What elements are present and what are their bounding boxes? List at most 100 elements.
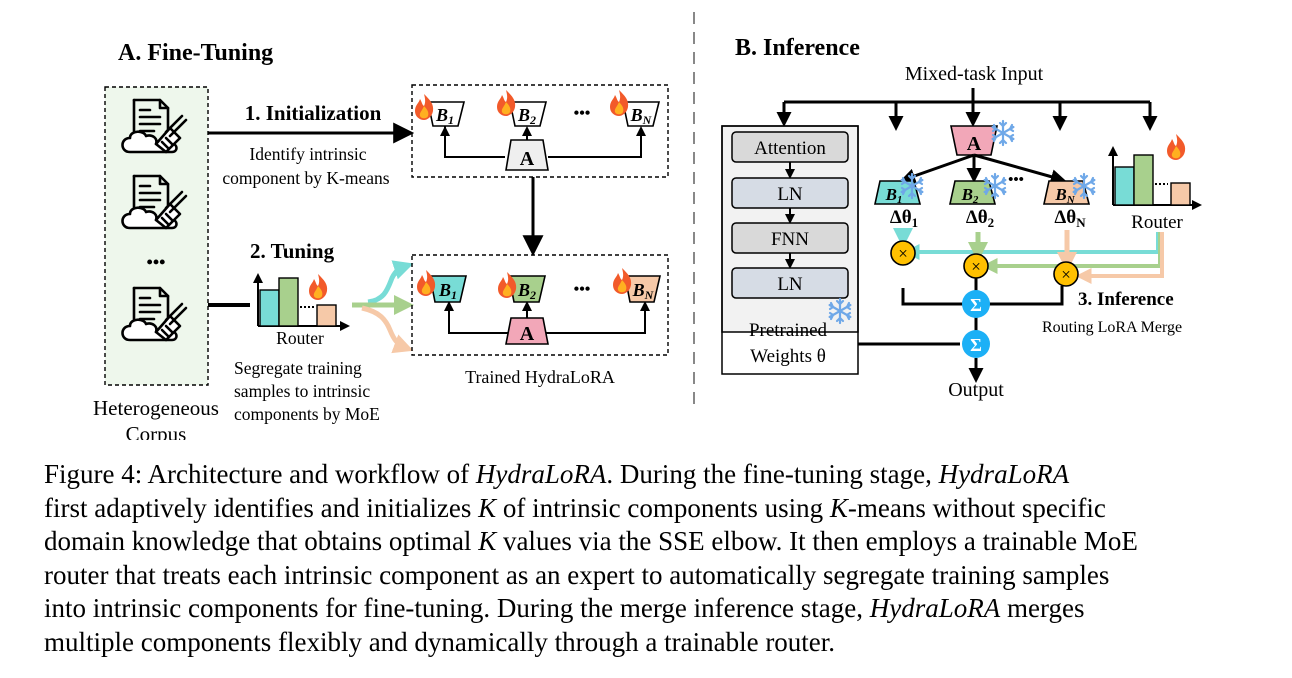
caption-text: of intrinsic components using	[496, 492, 830, 523]
matrix-bn-trained: BN	[624, 275, 662, 303]
output-label: Output	[948, 379, 1004, 401]
trainable-flame-icon	[1167, 134, 1186, 160]
caption-line: into intrinsic components for fine-tunin…	[44, 592, 1278, 626]
ln-label-1: LN	[777, 184, 803, 205]
initialized-lora-box: A B1 B2 ••• BN	[411, 84, 669, 178]
svg-text:Σ: Σ	[970, 295, 982, 315]
pretrained-weights-panel: Attention LN FNN LN Pretrained Weights θ	[721, 125, 859, 367]
step2-title: 2. Tuning	[250, 239, 335, 263]
inference-router-label: Router	[1131, 212, 1183, 233]
svg-text:Σ: Σ	[970, 335, 982, 355]
figure-caption: Figure 4: Architecture and workflow of H…	[44, 458, 1278, 659]
caption-line: first adaptively identifies and initiali…	[44, 492, 1278, 526]
matrix-b1-trained: B1	[429, 275, 468, 303]
step2-desc-line3: components by MoE	[234, 404, 380, 424]
caption-text: first adaptively identifies and initiali…	[44, 492, 479, 523]
b-ellipsis-trained: •••	[574, 281, 591, 298]
svg-text:BN: BN	[630, 105, 653, 127]
sum-node-2: Σ	[962, 330, 990, 358]
caption-text: domain knowledge that obtains optimal	[44, 526, 479, 556]
matrix-b2-inference: B2	[949, 180, 997, 206]
router-bar-2	[1133, 154, 1154, 206]
step3-desc: Routing LoRA Merge	[1042, 319, 1182, 336]
caption-text: router that treats each intrinsic compon…	[44, 559, 1110, 590]
tuning-router-label: Router	[276, 328, 324, 348]
caption-text: into intrinsic components for fine-tunin…	[44, 593, 870, 623]
trained-label: Trained HydraLoRA	[465, 367, 615, 387]
step1-title: 1. Initialization	[245, 101, 382, 125]
ln-block-2	[731, 267, 849, 299]
a-to-b-arrows	[900, 153, 1066, 184]
pretrained-label-line2: Weights θ	[750, 346, 826, 367]
corpus-ellipsis: •••	[147, 252, 166, 272]
matrix-b1: B1	[427, 101, 466, 127]
routing-weight-lines	[903, 232, 1164, 284]
caption-line: router that treats each intrinsic compon…	[44, 559, 1278, 593]
caption-line: Figure 4: Architecture and workflow of H…	[44, 458, 1278, 492]
router-bar-1	[259, 289, 280, 327]
svg-text:B1: B1	[438, 280, 457, 302]
svg-text:B2: B2	[961, 185, 979, 206]
trainable-flame-icon	[610, 90, 629, 116]
step1-desc-line1: Identify intrinsic	[249, 144, 366, 164]
svg-text:×: ×	[971, 257, 981, 276]
b-ellipsis: •••	[574, 105, 591, 122]
router-bar-1	[1114, 166, 1135, 206]
architecture-diagram: A. Fine-Tuning ••• Heterogeneous Corpus …	[93, 12, 1202, 440]
heterogeneous-corpus: •••	[104, 86, 209, 386]
caption-text: merges	[1000, 593, 1085, 623]
pretrained-panel-border	[721, 125, 859, 375]
step2-desc-line2: samples to intrinsic	[234, 381, 370, 401]
matrix-a-inference	[950, 125, 998, 156]
trainable-flame-icon	[415, 94, 434, 120]
trainable-flame-icon	[309, 274, 328, 300]
svg-text:B2: B2	[517, 105, 536, 127]
svg-text:B2: B2	[517, 280, 536, 302]
input-label: Mixed-task Input	[905, 63, 1044, 85]
step3-title: 3. Inference	[1078, 289, 1174, 310]
caption-text: multiple components flexibly and dynamic…	[44, 626, 836, 657]
caption-emphasis: HydraLoRA	[475, 459, 607, 489]
delta-theta-1: Δθ1	[890, 207, 918, 230]
caption-text: values via the SSE elbow. It then employ…	[496, 526, 1138, 556]
trainable-flame-icon	[417, 270, 436, 296]
matrix-bn: BN	[622, 101, 661, 127]
trainable-flame-icon	[497, 90, 516, 116]
caption-emphasis: K	[829, 492, 848, 523]
matrix-a	[505, 139, 549, 171]
matrix-a-trained	[505, 317, 549, 345]
section-a-title: A. Fine-Tuning	[118, 40, 273, 66]
caption-text: -means without specific	[847, 492, 1106, 523]
caption-emphasis: K	[478, 526, 497, 556]
merge-lines	[858, 278, 1064, 383]
multiply-node-2: ×	[963, 253, 989, 279]
multiply-node-n: ×	[1053, 261, 1079, 287]
matrix-b2: B2	[509, 101, 548, 127]
caption-emphasis: K	[478, 492, 497, 523]
fnn-label: FNN	[771, 229, 809, 250]
sum-node-1: Σ	[962, 290, 990, 318]
input-arrows	[776, 88, 1158, 131]
caption-text: . During the fine-tuning stage,	[606, 459, 939, 489]
matrix-bn-inference: BN	[1043, 180, 1091, 206]
corpus-label-line1: Heterogeneous	[93, 396, 219, 420]
matrix-a-inference-label: A	[967, 133, 982, 155]
multiply-node-1: ×	[890, 240, 916, 266]
caption-line: domain knowledge that obtains optimal K …	[44, 525, 1278, 559]
inference-router-chart	[1108, 134, 1202, 210]
step2-desc-line1: Segregate training	[234, 358, 362, 378]
ln-label-2: LN	[777, 274, 803, 295]
svg-text:×: ×	[898, 244, 908, 263]
trained-lora-box: A B1 B2 ••• BN	[411, 254, 669, 356]
b-ellipsis-inference: •••	[1008, 172, 1024, 188]
delta-theta-n: ΔθN	[1054, 207, 1086, 230]
matrix-a-trained-label: A	[520, 323, 535, 345]
trainable-flame-icon	[613, 268, 632, 294]
matrix-a-label: A	[520, 148, 535, 170]
router-bar-2	[278, 277, 299, 327]
caption-emphasis: HydraLoRA	[869, 593, 1001, 623]
svg-text:×: ×	[1061, 265, 1071, 284]
router-bar-n	[316, 304, 337, 327]
pretrained-label-line1: Pretrained	[749, 320, 828, 341]
tuning-router-chart	[253, 273, 350, 331]
